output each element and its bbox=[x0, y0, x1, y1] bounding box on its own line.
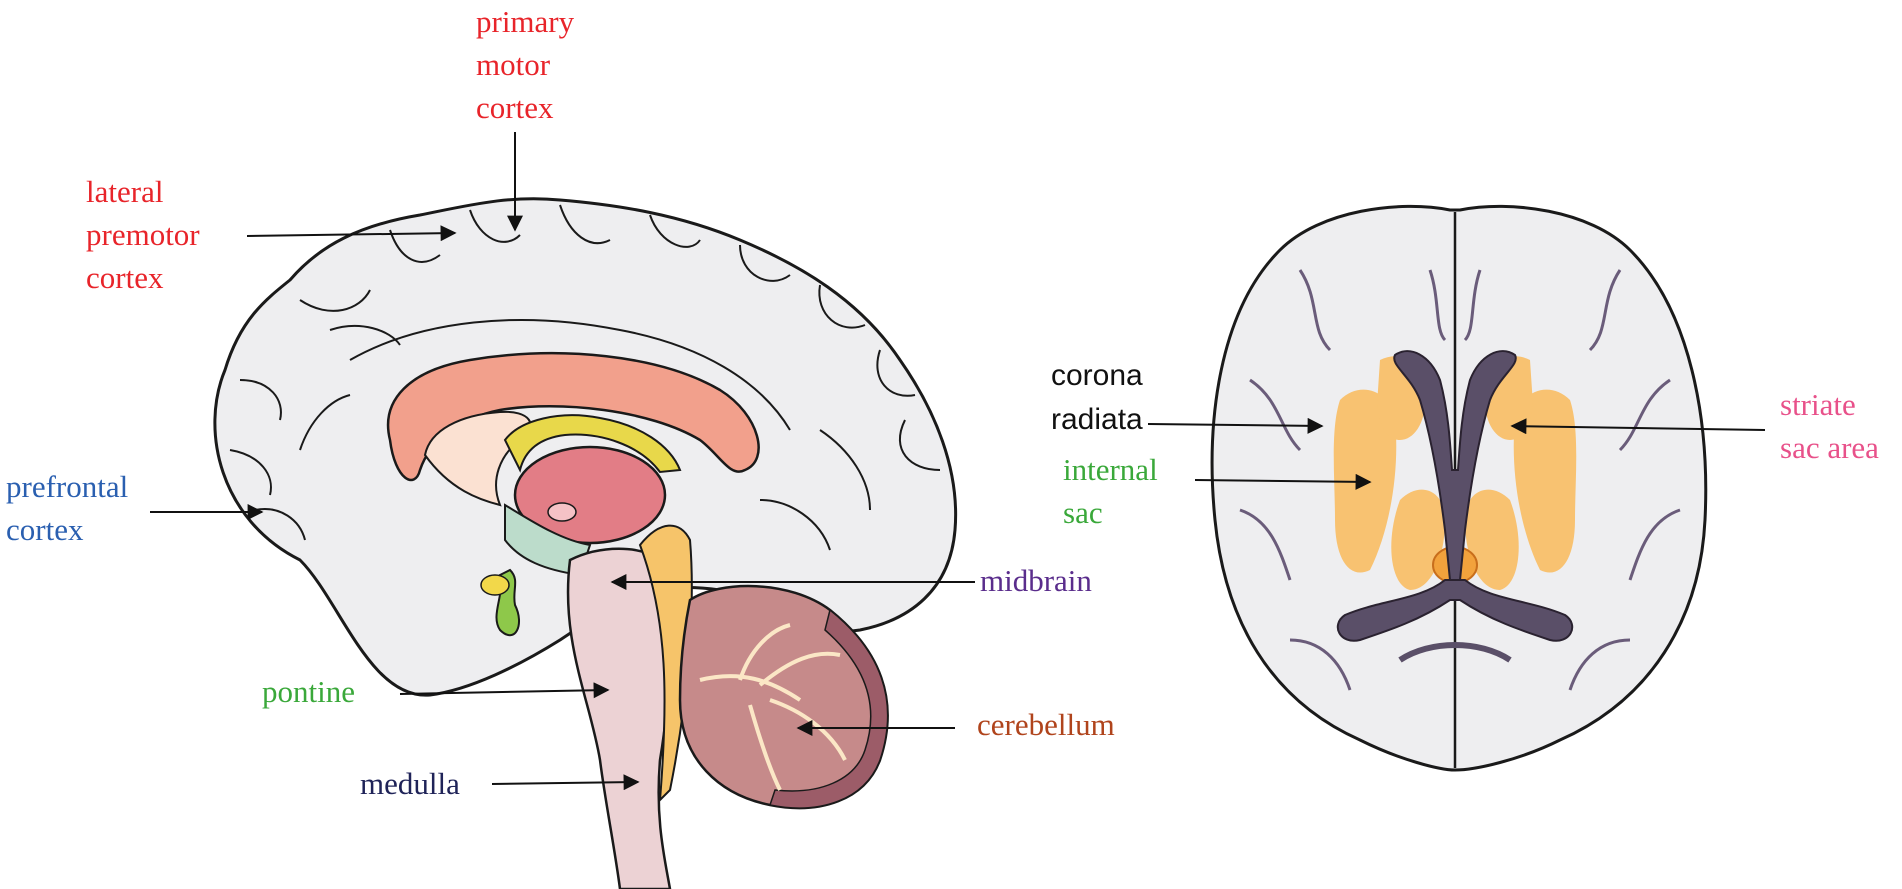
arrow-lateral-premotor bbox=[246, 225, 457, 242]
leader-arrows bbox=[150, 132, 1766, 791]
right-lentiform bbox=[1513, 389, 1577, 573]
label-primary-motor: primary motor cortex bbox=[476, 4, 582, 125]
labels: primary motor cortex lateral premotor co… bbox=[6, 4, 1879, 801]
arrow-corona-radiata bbox=[1147, 417, 1324, 434]
posterior-horns bbox=[1336, 579, 1574, 642]
axial-brain bbox=[1210, 204, 1708, 772]
label-prefrontal: prefrontal cortex bbox=[6, 469, 136, 547]
label-striate-sac: striate sac area bbox=[1780, 387, 1879, 465]
left-thalamus-axial bbox=[1391, 489, 1445, 590]
arrow-pontine bbox=[399, 682, 610, 699]
arrow-internal-sac bbox=[1194, 473, 1372, 490]
cerebellum-cortex-rim bbox=[769, 608, 889, 809]
label-corona-radiata: corona radiata bbox=[1051, 359, 1151, 436]
sagittal-brain bbox=[213, 197, 958, 889]
lateral-ventricles bbox=[1393, 350, 1517, 581]
label-lateral-premotor: lateral premotor cortex bbox=[86, 174, 207, 295]
label-pontine: pontine bbox=[262, 674, 355, 709]
label-cerebellum: cerebellum bbox=[977, 707, 1115, 742]
label-medulla: medulla bbox=[360, 766, 460, 801]
right-thalamus-axial bbox=[1465, 489, 1519, 590]
arrow-medulla bbox=[491, 774, 640, 791]
arrow-striate-sac bbox=[1510, 418, 1766, 435]
yellow-arc bbox=[503, 414, 682, 474]
axial-sulci bbox=[1239, 269, 1681, 691]
midbrain-strip bbox=[638, 524, 693, 803]
arbor-vitae bbox=[699, 623, 847, 791]
label-internal-sac: internal sac bbox=[1063, 452, 1165, 530]
label-midbrain: midbrain bbox=[980, 563, 1092, 598]
